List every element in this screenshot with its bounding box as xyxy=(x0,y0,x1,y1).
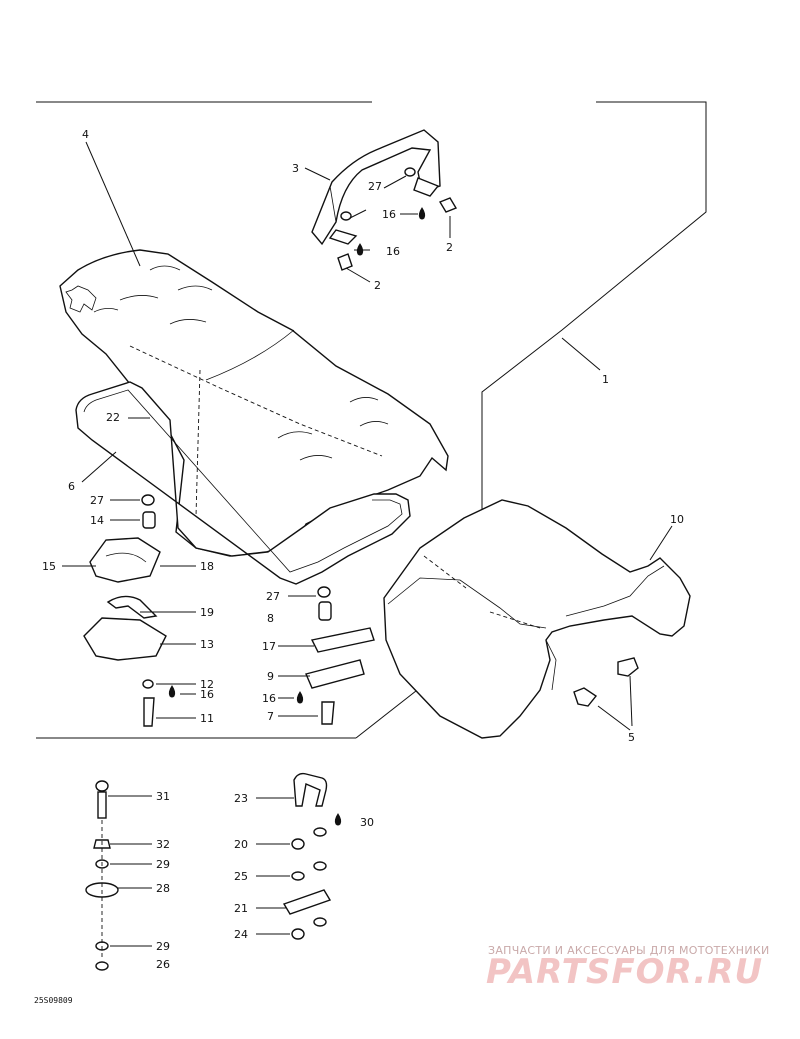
callout-22: 22 xyxy=(106,411,120,424)
drop-icon xyxy=(418,207,426,220)
callout-5: 5 xyxy=(628,731,635,744)
callout-26: 26 xyxy=(156,958,170,971)
seat-base xyxy=(383,499,691,739)
callout-27: 27 xyxy=(368,180,382,193)
seat-seal xyxy=(75,381,411,585)
callout-16: 16 xyxy=(200,688,214,701)
callout-16: 16 xyxy=(262,692,276,705)
callout-11: 11 xyxy=(200,712,214,725)
callout-28: 28 xyxy=(156,882,170,895)
callout-27: 27 xyxy=(266,590,280,603)
callout-2: 2 xyxy=(374,279,381,292)
callout-14: 14 xyxy=(90,514,104,527)
callout-21: 21 xyxy=(234,902,248,915)
callout-20: 20 xyxy=(234,838,248,851)
frame-lines xyxy=(36,101,707,739)
callout-13: 13 xyxy=(200,638,214,651)
drop-icon xyxy=(334,813,342,826)
callout-32: 32 xyxy=(156,838,170,851)
watermark-logo: PARTSFOR.RU xyxy=(486,952,764,992)
watermark-caption: ЗАПЧАСТИ И АКСЕССУАРЫ ДЛЯ МОТОТЕХНИКИ xyxy=(488,944,770,957)
callout-labels: 1 2 2 3 4 5 6 7 8 9 10 11 12 13 14 15 16… xyxy=(42,128,684,971)
callout-10: 10 xyxy=(670,513,684,526)
callout-29: 29 xyxy=(156,858,170,871)
callout-24: 24 xyxy=(234,928,248,941)
callout-15: 15 xyxy=(42,560,56,573)
latch-hardware-center xyxy=(282,772,332,940)
drop-icon xyxy=(296,691,304,704)
callout-3: 3 xyxy=(292,162,299,175)
hinge-hardware-left xyxy=(83,494,167,727)
callout-31: 31 xyxy=(156,790,170,803)
callout-9: 9 xyxy=(267,670,274,683)
callout-17: 17 xyxy=(262,640,276,653)
drop-icon xyxy=(356,243,364,256)
callout-12: 12 xyxy=(200,678,214,691)
callout-29: 29 xyxy=(156,940,170,953)
seat-pins xyxy=(573,657,639,707)
callout-19: 19 xyxy=(200,606,214,619)
callout-2: 2 xyxy=(446,241,453,254)
callout-6: 6 xyxy=(68,480,75,493)
backrest-bracket xyxy=(311,129,458,271)
callout-4: 4 xyxy=(82,128,89,141)
callout-27: 27 xyxy=(90,494,104,507)
callout-16: 16 xyxy=(386,245,400,258)
callout-25: 25 xyxy=(234,870,248,883)
callout-7: 7 xyxy=(267,710,274,723)
callout-30: 30 xyxy=(360,816,374,829)
latch-hardware-left xyxy=(85,780,119,971)
callout-18: 18 xyxy=(200,560,214,573)
callout-1: 1 xyxy=(602,373,609,386)
callout-8: 8 xyxy=(267,612,274,625)
callout-23: 23 xyxy=(234,792,248,805)
drawing-code: 25S09809 xyxy=(34,996,73,1005)
callout-16: 16 xyxy=(382,208,396,221)
drop-icon xyxy=(168,685,176,698)
seat-cover xyxy=(59,249,449,557)
sealant-drop-icons xyxy=(168,207,426,826)
hinge-hardware-center xyxy=(305,586,375,725)
